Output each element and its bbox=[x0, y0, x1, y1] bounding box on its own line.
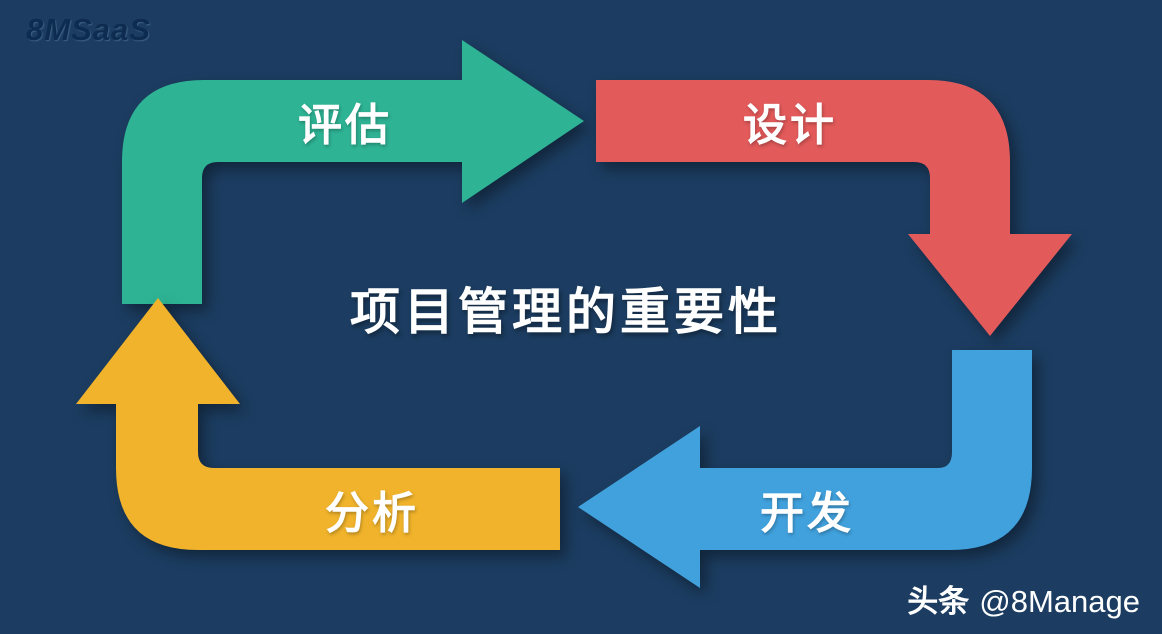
step-label-design: 设计 bbox=[743, 101, 837, 150]
arrow-design-icon bbox=[596, 80, 1072, 336]
watermark-logo: 8MSaaS bbox=[26, 12, 151, 47]
arrow-develop-icon bbox=[578, 350, 1032, 588]
step-label-develop: 开发 bbox=[760, 489, 854, 538]
arrow-evaluate-icon bbox=[122, 40, 584, 304]
page-title: 项目管理的重要性 bbox=[350, 284, 782, 340]
credit-brand: 头条 bbox=[907, 584, 970, 619]
arrow-analyze-icon bbox=[76, 298, 560, 550]
step-label-evaluate: 评估 bbox=[298, 101, 392, 150]
step-label-analyze: 分析 bbox=[325, 489, 419, 538]
credit-text: 头条 @8Manage bbox=[907, 576, 1140, 621]
credit-handle: @8Manage bbox=[979, 584, 1140, 619]
